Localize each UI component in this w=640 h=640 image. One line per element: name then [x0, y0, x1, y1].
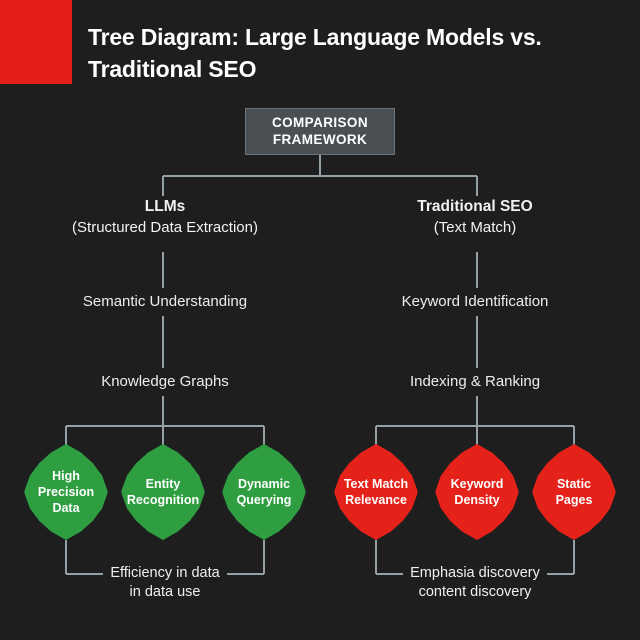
footer-caption-llms: Efficiency in data in data use	[40, 564, 290, 602]
footer-caption-traditional-seo-line-1: Emphasia discovery	[403, 564, 547, 584]
leaf-node-text-match-relevance[interactable]: Text Match Relevance	[334, 444, 418, 540]
root-node-label-line-2: FRAMEWORK	[272, 131, 368, 147]
node-indexing-and-ranking[interactable]: Indexing & Ranking	[409, 373, 541, 390]
branch-head-llms-subtitle: (Structured Data Extraction)	[72, 218, 258, 236]
leaf-node-high-precision-data[interactable]: High Precision Data	[24, 444, 108, 540]
leaf-node-dynamic-querying[interactable]: Dynamic Querying	[222, 444, 306, 540]
branch-head-traditional-seo[interactable]: Traditional SEO (Text Match)	[345, 197, 605, 238]
branch-head-traditional-seo-subtitle: (Text Match)	[433, 218, 517, 236]
leaf-node-static-pages-label: Static Pages	[555, 477, 593, 507]
branch-head-llms-title: LLMs	[144, 198, 186, 215]
leaf-node-text-match-relevance-label: Text Match Relevance	[343, 477, 409, 507]
leaf-node-entity-recognition[interactable]: Entity Recognition	[121, 444, 205, 540]
node-keyword-identification[interactable]: Keyword Identification	[401, 293, 549, 310]
root-node-label-line-1: COMPARISON	[271, 115, 368, 131]
leaf-node-high-precision-data-label: High Precision Data	[37, 469, 95, 515]
footer-caption-llms-line-1: Efficiency in data	[103, 564, 227, 584]
branch-head-llms[interactable]: LLMs (Structured Data Extraction)	[35, 197, 295, 238]
node-knowledge-graphs[interactable]: Knowledge Graphs	[101, 373, 229, 390]
footer-caption-traditional-seo: Emphasia discovery content discovery	[350, 564, 600, 602]
branch-head-traditional-seo-title: Traditional SEO	[417, 198, 533, 215]
leaf-node-static-pages[interactable]: Static Pages	[532, 444, 616, 540]
leaf-node-entity-recognition-label: Entity Recognition	[126, 477, 200, 507]
footer-caption-llms-line-2: in data use	[129, 584, 201, 601]
leaf-node-dynamic-querying-label: Dynamic Querying	[236, 477, 292, 507]
node-semantic-understanding[interactable]: Semantic Understanding	[82, 293, 248, 310]
leaf-node-keyword-density[interactable]: Keyword Density	[435, 444, 519, 540]
footer-caption-traditional-seo-line-2: content discovery	[418, 584, 532, 601]
root-node-comparison-framework[interactable]: COMPARISON FRAMEWORK	[245, 108, 395, 155]
accent-block	[0, 0, 72, 84]
leaf-node-keyword-density-label: Keyword Density	[450, 477, 504, 507]
page-title: Tree Diagram: Large Language Models vs. …	[88, 24, 542, 82]
